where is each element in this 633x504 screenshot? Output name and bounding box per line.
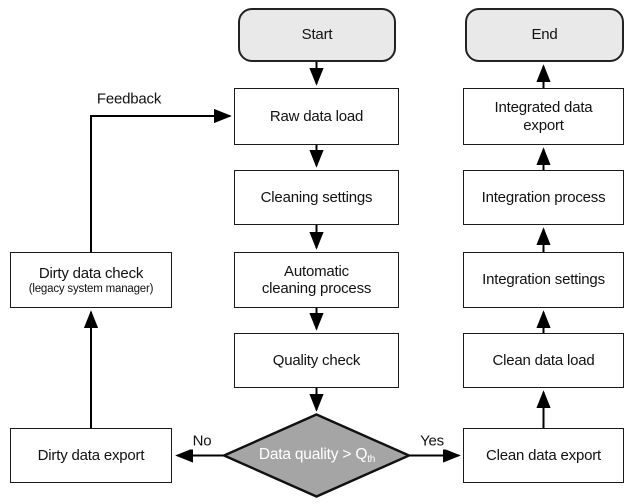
- node-decision-label: Data quality > Qth: [258, 445, 376, 465]
- node-automatic-cleaning-process-label: Automatic cleaning process: [261, 262, 372, 297]
- decision-subscript: th: [367, 453, 376, 465]
- node-automatic-cleaning-process: Automatic cleaning process: [234, 252, 399, 308]
- node-dirty-data-export-label: Dirty data export: [37, 446, 145, 464]
- node-quality-check-label: Quality check: [272, 351, 361, 369]
- edge-label-yes: Yes: [418, 432, 446, 450]
- node-clean-data-export: Clean data export: [463, 428, 624, 483]
- node-raw-data-load-label: Raw data load: [269, 107, 364, 125]
- node-integrated-data-export: Integrated data export: [463, 88, 624, 145]
- node-integration-process: Integration process: [463, 170, 624, 225]
- node-integration-settings: Integration settings: [463, 252, 624, 308]
- node-start-label: Start: [301, 26, 333, 44]
- node-integration-settings-label: Integration settings: [482, 271, 605, 289]
- node-cleaning-settings-label: Cleaning settings: [260, 188, 373, 206]
- node-clean-data-load-label: Clean data load: [492, 351, 595, 369]
- node-end: End: [465, 8, 624, 62]
- node-start: Start: [238, 8, 396, 62]
- edge-label-feedback: Feedback: [94, 90, 164, 108]
- node-dirty-data-export: Dirty data export: [10, 428, 172, 483]
- node-decision: Data quality > Qth: [225, 414, 409, 496]
- node-integrated-data-export-label: Integrated data export: [494, 99, 593, 134]
- edge-label-no: No: [190, 432, 214, 450]
- node-dirty-data-check: Dirty data check (legacy system manager): [10, 252, 172, 308]
- node-integration-process-label: Integration process: [481, 188, 606, 206]
- node-end-label: End: [531, 26, 558, 44]
- node-clean-data-export-label: Clean data export: [485, 446, 601, 464]
- decision-diamond-shape: [221, 413, 412, 498]
- node-cleaning-settings: Cleaning settings: [234, 170, 399, 225]
- edge-feedback: [90, 108, 232, 252]
- node-dirty-data-check-sublabel: (legacy system manager): [28, 282, 154, 295]
- node-clean-data-load: Clean data load: [463, 333, 624, 388]
- node-quality-check: Quality check: [234, 333, 399, 388]
- node-dirty-data-check-label: Dirty data check (legacy system manager): [28, 264, 154, 295]
- node-raw-data-load: Raw data load: [234, 88, 399, 145]
